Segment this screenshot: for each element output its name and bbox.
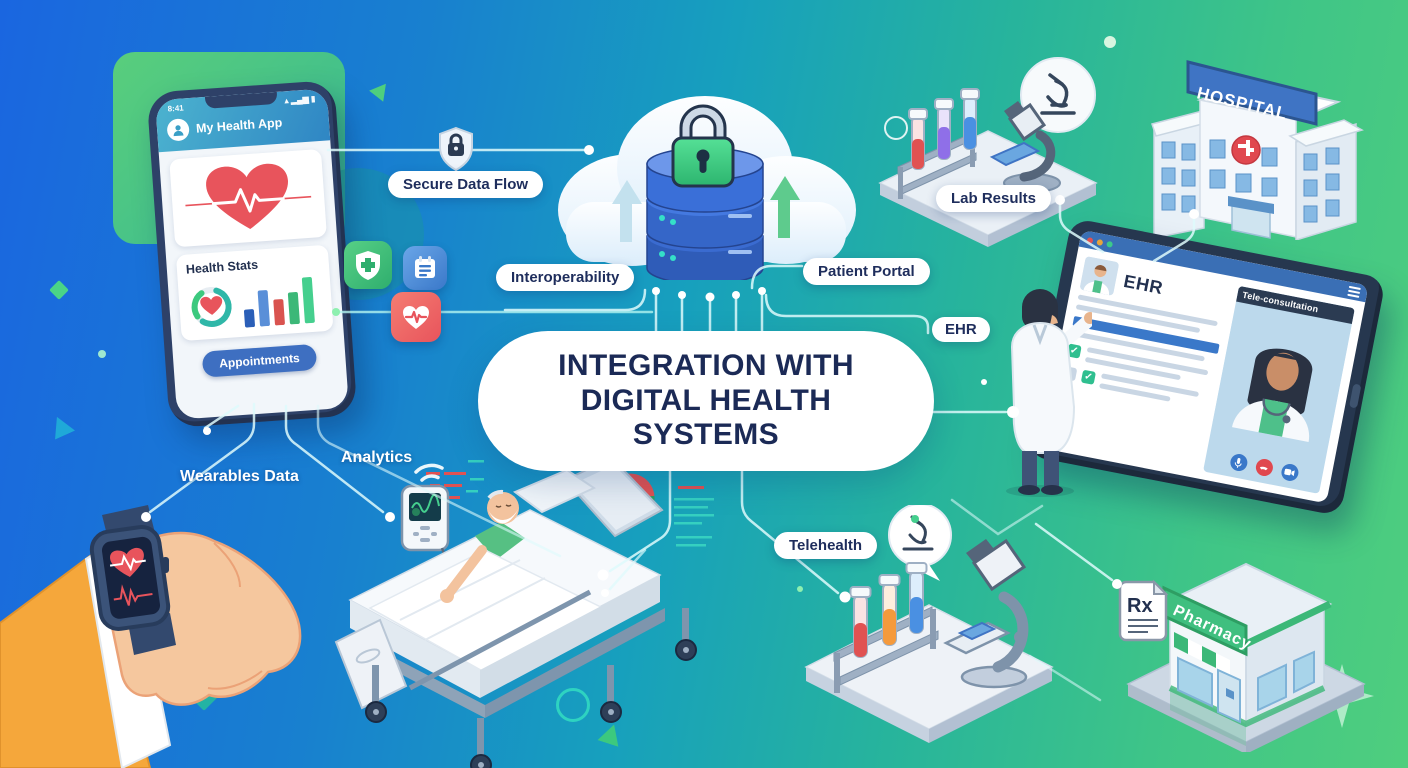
ring-icon (884, 116, 908, 140)
video-button (1279, 462, 1300, 483)
label-telehealth: Telehealth (774, 532, 878, 559)
telehealth-lab-scene (804, 505, 1054, 743)
shield-cross-app-icon (344, 241, 392, 289)
heart-donut-chart (191, 286, 232, 327)
tablet-screen: EHR ✓ ✓ Te (1039, 229, 1369, 504)
smartwatch-icon (89, 505, 176, 655)
heart-rate-card (169, 148, 327, 248)
upload-arrow-icon (770, 176, 800, 238)
floating-report-icon (674, 486, 714, 547)
hospital-building: HOSPITAL (1151, 60, 1364, 240)
end-call-button (1253, 457, 1274, 478)
microscope-badge-icon (1020, 57, 1096, 133)
video-doctor-figure (1212, 321, 1349, 446)
main-title-banner: INTEGRATION WITH DIGITAL HEALTH SYSTEMS (478, 331, 934, 471)
health-app-phone: 8:41 ▴ ▂▄▆ ▮ My Health App Heal (146, 79, 358, 429)
heart-ecg-icon (185, 163, 312, 230)
health-stats-card: Health Stats (175, 244, 334, 342)
ehr-tablet: EHR ✓ ✓ Te (1025, 217, 1387, 517)
patient-photo-icon (1079, 256, 1120, 296)
label-ehr: EHR (932, 317, 990, 342)
ring-icon (556, 688, 590, 722)
patient-bed-scene (334, 456, 714, 768)
label-interoperability: Interoperability (496, 264, 635, 291)
smartwatch-wrist-scene (0, 505, 302, 768)
label-wearables-data: Wearables Data (180, 468, 299, 485)
user-avatar-icon (166, 118, 190, 142)
label-analytics: Analytics (341, 449, 413, 466)
label-secure-data-flow: Secure Data Flow (388, 171, 544, 198)
stats-bar-chart (244, 277, 315, 328)
phone-screen: 8:41 ▴ ▂▄▆ ▮ My Health App Heal (155, 88, 349, 420)
mic-button (1228, 452, 1249, 473)
label-patient-portal: Patient Portal (803, 258, 930, 285)
teleconsultation-panel: Tele-consultation (1203, 285, 1355, 494)
rx-label: Rx (1127, 595, 1153, 617)
pharmacy-building: Pharmacy Rx (1118, 562, 1366, 752)
upload-arrow-icon (612, 180, 642, 242)
bed-frame (334, 608, 697, 768)
dot-icon (1104, 36, 1116, 48)
secure-shield-icon (436, 126, 476, 177)
label-lab-results: Lab Results (936, 185, 1052, 212)
main-title: INTEGRATION WITH DIGITAL HEALTH SYSTEMS (558, 348, 854, 452)
notes-app-icon (403, 246, 447, 290)
secure-cloud-database (558, 96, 856, 280)
heart-pulse-app-icon (391, 292, 441, 342)
padlock-icon (671, 104, 735, 188)
doctor-figure (1006, 289, 1092, 497)
rx-prescription-icon: Rx (1118, 579, 1169, 642)
ehr-record-panel: EHR ✓ ✓ (1050, 256, 1231, 470)
awning-icon (1174, 632, 1230, 675)
phone-app-header: 8:41 ▴ ▂▄▆ ▮ My Health App (155, 88, 331, 153)
dot-icon (98, 350, 106, 358)
